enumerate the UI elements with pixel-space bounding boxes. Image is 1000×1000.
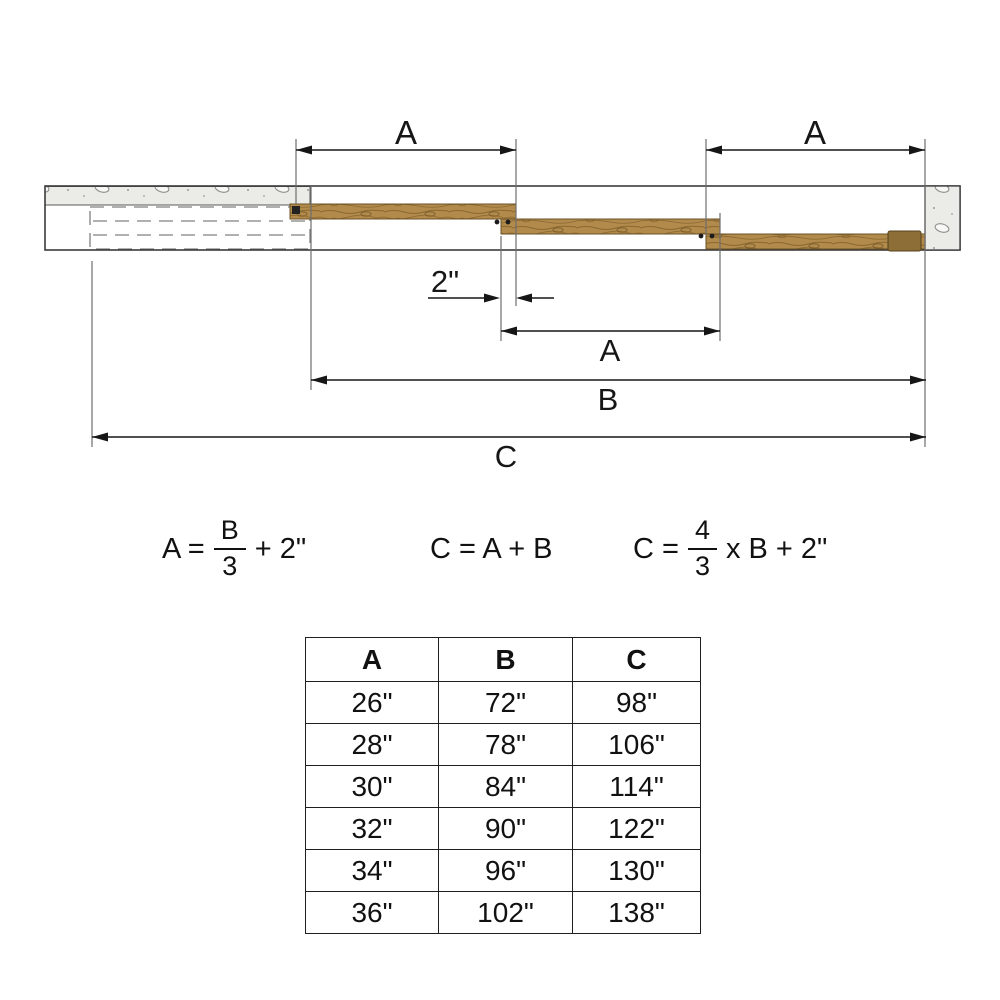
table-row: 34" 96" 130"	[305, 849, 701, 892]
concrete-block-right	[924, 185, 961, 251]
size-table-header-b: B	[438, 637, 573, 682]
table-row: 28" 78" 106"	[305, 723, 701, 766]
formula-c-ratio: C = 4 3 x B + 2"	[633, 515, 828, 583]
dimension-c: C	[92, 432, 926, 474]
dim-label-overlap: 2"	[431, 264, 459, 299]
slide-catch-left	[292, 206, 300, 214]
table-cell: 130"	[572, 849, 701, 892]
dim-label-b: B	[598, 382, 619, 417]
table-cell: 114"	[572, 765, 701, 808]
table-row: 30" 84" 114"	[305, 765, 701, 808]
table-cell: 98"	[572, 681, 701, 724]
table-cell: 36"	[305, 891, 439, 934]
dimension-a-middle: A	[501, 326, 720, 368]
formula-c-ratio-fraction: 4 3	[687, 515, 717, 583]
dimension-a-top-left: A	[296, 114, 516, 155]
table-cell: 106"	[572, 723, 701, 766]
formula-c-sum-text: C = A + B	[430, 533, 553, 565]
size-table-header-c: C	[572, 637, 701, 682]
formula-c-ratio-tail: x B + 2"	[725, 532, 828, 565]
size-table-header-a: A	[305, 637, 439, 682]
formula-a-denominator: 3	[222, 551, 238, 581]
table-row: 32" 90" 122"	[305, 807, 701, 850]
dim-label-a-middle: A	[600, 333, 621, 368]
concrete-counter-left	[44, 186, 311, 206]
slide-end-block	[887, 230, 922, 252]
wood-plank-2	[500, 218, 721, 235]
joint-pins	[494, 219, 715, 239]
table-cell: 78"	[438, 723, 573, 766]
hidden-slide-cavity	[89, 206, 311, 250]
formula-a-lhs: A =	[162, 532, 205, 565]
extension-lines	[91, 139, 926, 447]
table-cell: 30"	[305, 765, 439, 808]
formula-c-ratio-numerator: 4	[687, 515, 717, 550]
table-cell: 32"	[305, 807, 439, 850]
table-cell: 138"	[572, 891, 701, 934]
table-cell: 28"	[305, 723, 439, 766]
formula-a: A = B 3 + 2"	[162, 515, 307, 583]
formula-a-fraction: B 3	[213, 515, 246, 583]
table-row: 26" 72" 98"	[305, 681, 701, 724]
dim-label-c: C	[495, 439, 517, 474]
dimension-b: B	[311, 375, 926, 417]
table-cell: 84"	[438, 765, 573, 808]
dim-label-a-top-left: A	[395, 114, 417, 151]
wood-planks	[289, 203, 926, 252]
dimension-overlap-2in: 2"	[428, 264, 554, 303]
table-cell: 26"	[305, 681, 439, 724]
dim-label-a-top-right: A	[804, 114, 826, 151]
wood-plank-1	[289, 203, 517, 220]
formula-c-sum: C = A + B	[430, 533, 553, 566]
table-row: 36" 102" 138"	[305, 891, 701, 934]
formula-c-ratio-denominator: 3	[694, 551, 710, 581]
table-cell: 90"	[438, 807, 573, 850]
table-cell: 96"	[438, 849, 573, 892]
formula-a-numerator: B	[213, 515, 246, 550]
size-table: A B C 26" 72" 98" 28" 78" 106" 30" 84" 1…	[305, 637, 701, 934]
table-cell: 102"	[438, 891, 573, 934]
table-cell: 34"	[305, 849, 439, 892]
slide-cross-section-diagram: A A 2" A B	[44, 114, 961, 474]
formula-a-tail: + 2"	[254, 532, 307, 565]
formula-c-ratio-lhs: C =	[633, 532, 679, 565]
table-cell: 72"	[438, 681, 573, 724]
size-table-header-row: A B C	[305, 637, 701, 682]
dimension-a-top-right: A	[706, 114, 925, 155]
table-cell: 122"	[572, 807, 701, 850]
